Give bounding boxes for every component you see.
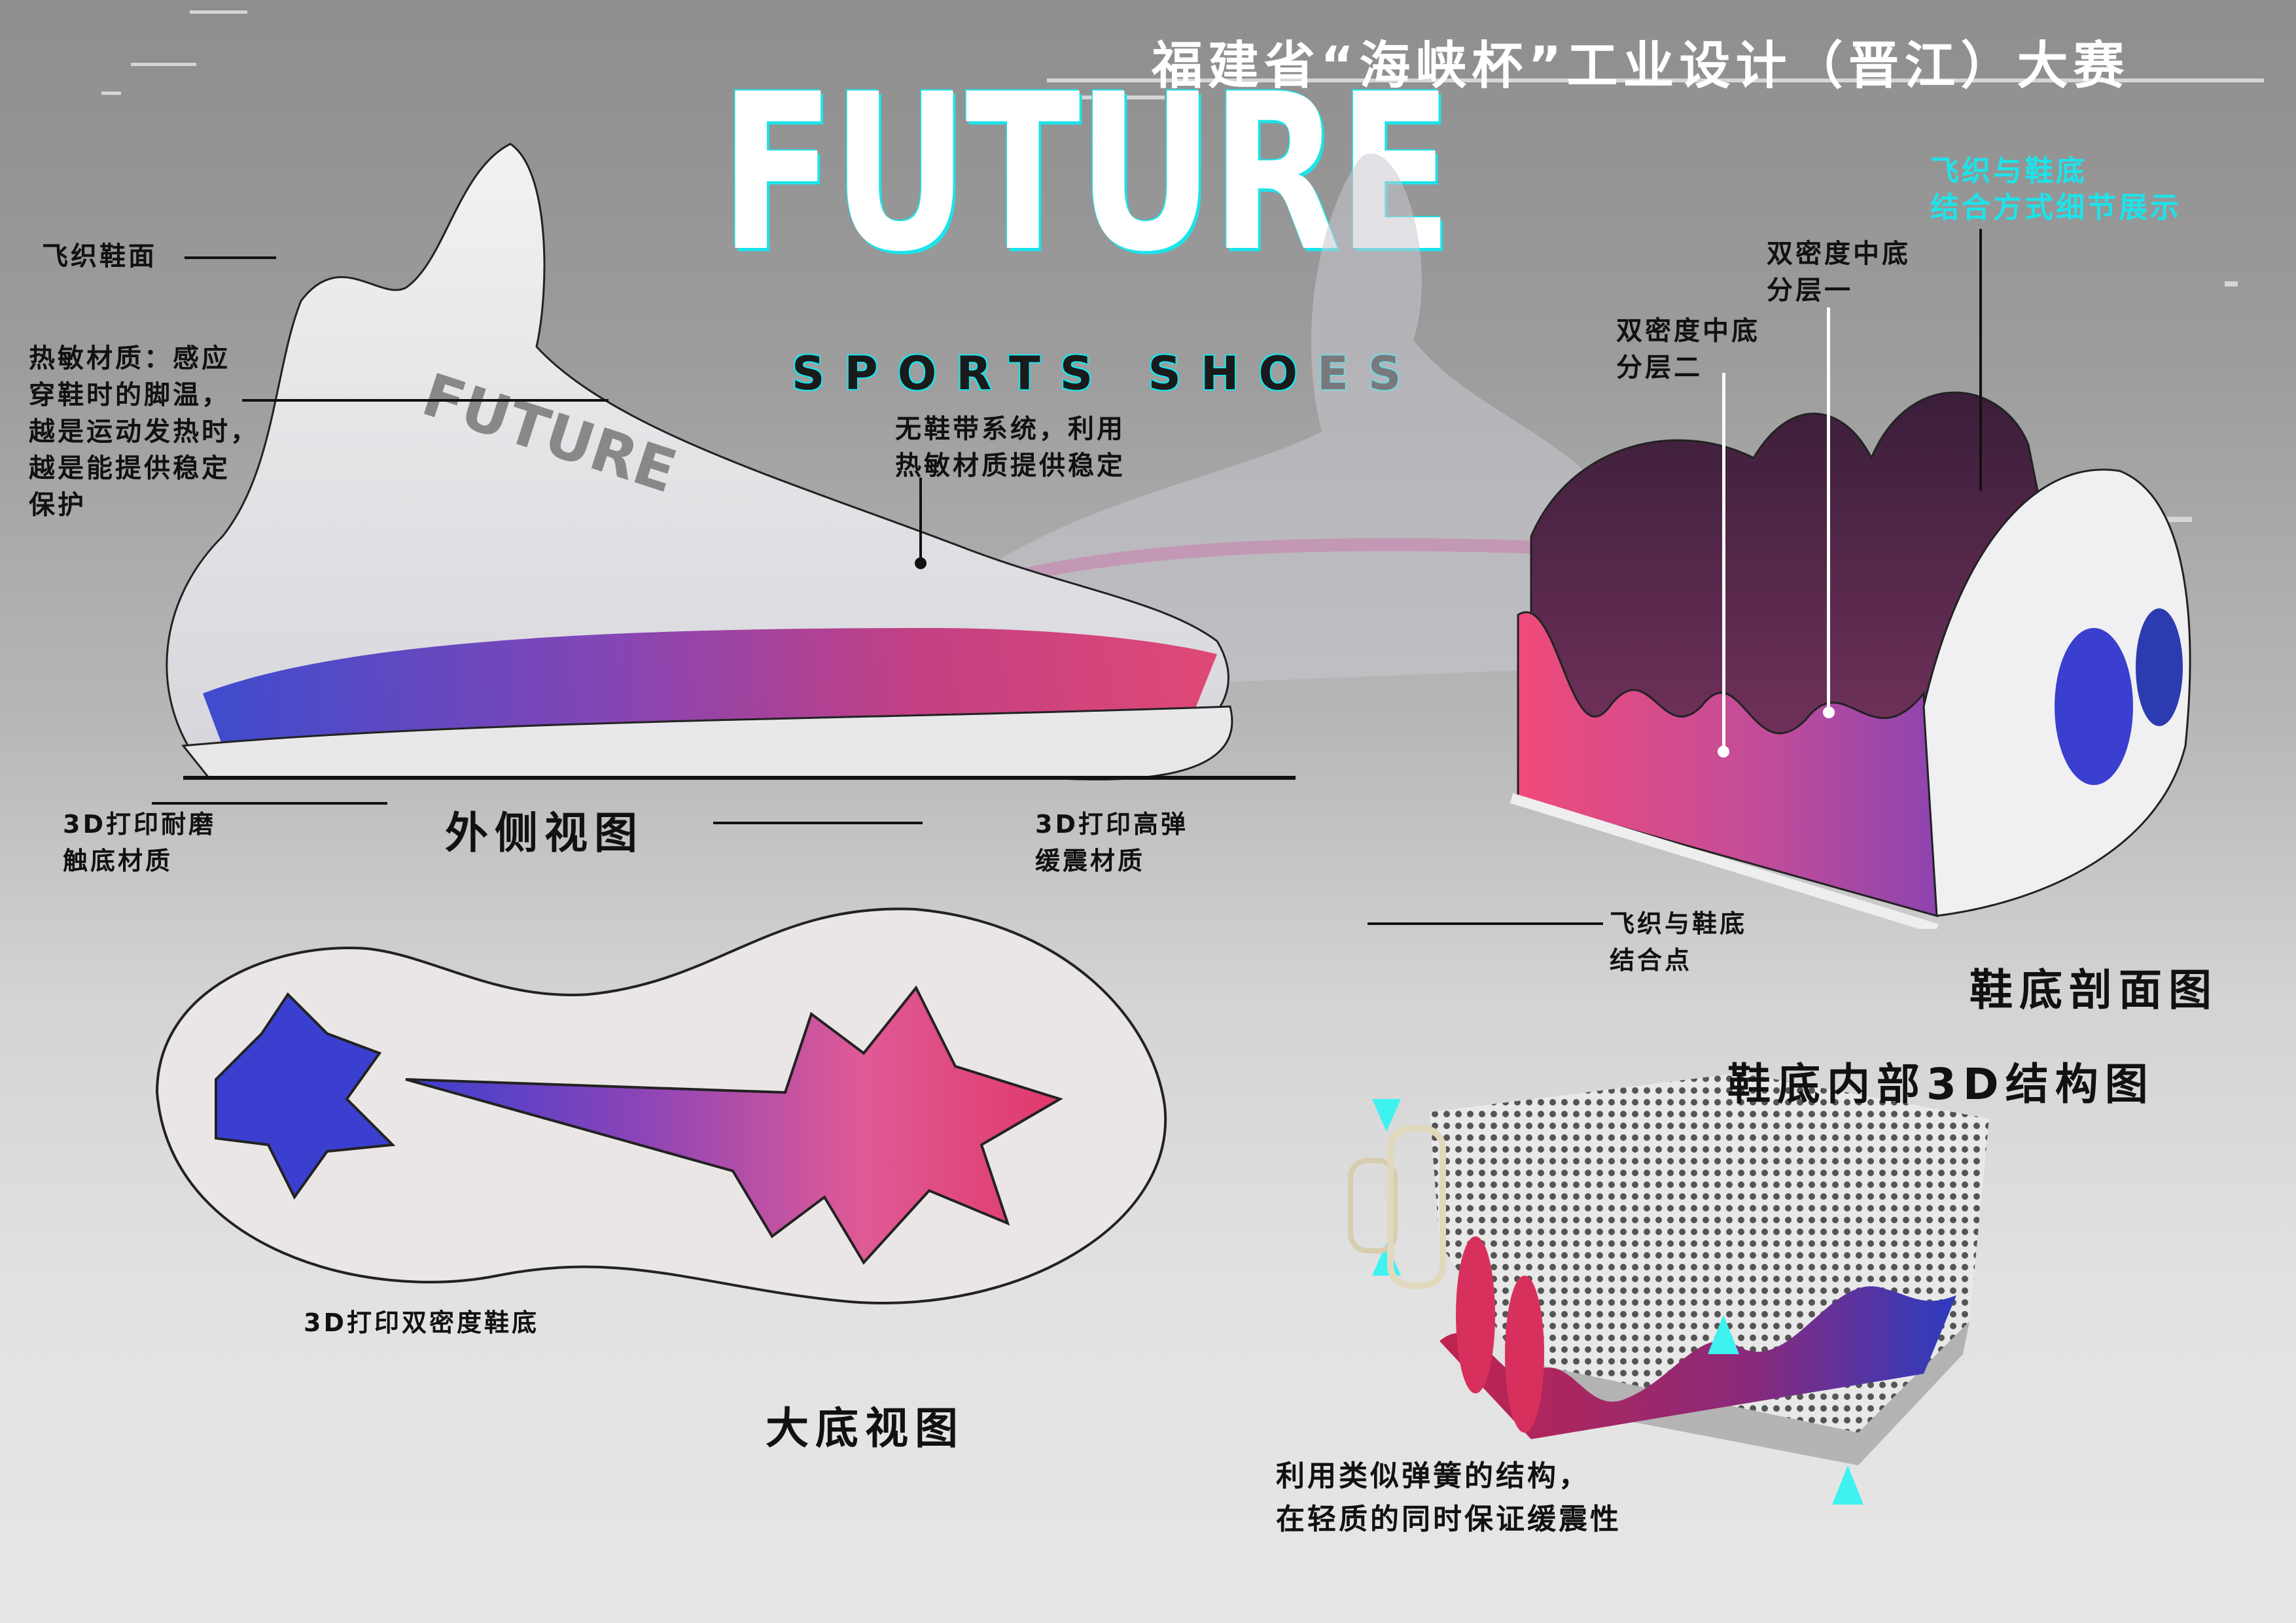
label-knit-upper: 飞织鞋面 [42,241,157,271]
leader-line [242,399,609,402]
label-dual-density-sole: 3D打印双密度鞋底 [304,1308,539,1337]
leader-line [1368,922,1603,925]
circuit-decoration [131,63,196,66]
circuit-decoration [1080,96,1165,99]
caption-section-view: 鞋底剖面图 [1969,965,2218,1015]
side-view-baseline [183,776,1296,780]
sole-section-illustration [1510,391,2191,929]
shoe-side-illustration: FUTURE [166,143,1233,781]
spring-icon [1387,1125,1446,1289]
label-laceless-system: 无鞋带系统，利用 热敏材质提供稳定 [895,414,1125,481]
leader-line [1722,373,1725,752]
leader-line [919,478,922,563]
label-midsole-layer-1: 双密度中底 分层一 [1767,239,1911,305]
outsole-bottom-illustration [155,907,1167,1304]
future-logo: FUTURE SPORTS SHOES [720,65,1655,400]
leader-line [713,822,923,824]
leader-line [1979,229,1982,491]
lattice-structure-illustration [1362,1073,1989,1465]
circuit-decoration [190,10,247,14]
leader-dot [1823,707,1835,718]
caption-side-view: 外侧视图 [445,808,644,858]
caption-bottom-view: 大底视图 [766,1403,964,1454]
leader-dot [1718,746,1729,758]
label-thermal-material: 热敏材质：感应 穿鞋时的脚温， 越是运动发热时， 越是能提供稳定 保护 [29,343,259,520]
arrow-down-icon [1372,1099,1401,1132]
leader-dot [915,557,927,569]
label-knit-sole-detail: 飞织与鞋底 结合方式细节展示 [1930,154,2181,224]
logo-sub-text: SPORTS SHOES [792,347,1421,400]
leader-line [185,256,276,259]
caption-structure-view: 鞋底内部3D结构图 [1727,1059,2155,1109]
label-cushion-material: 3D打印高弹 缓震材质 [1035,810,1188,875]
arrow-up-icon [1832,1465,1863,1505]
label-spring-structure: 利用类似弹簧的结构， 在轻质的同时保证缓震性 [1276,1459,1621,1536]
label-wear-outsole: 3D打印耐磨 触底材质 [63,810,216,875]
circuit-decoration [1047,79,2264,82]
circuit-decoration [2225,281,2238,287]
circuit-decoration [2159,517,2192,522]
poster-title: 福建省“海峡杯”工业设计（晋江）大赛 [1152,37,2130,96]
circuit-decoration [101,92,121,95]
label-knit-sole-junction: 飞织与鞋底 结合点 [1610,909,1748,975]
label-midsole-layer-2: 双密度中底 分层二 [1616,316,1760,383]
arrow-up-icon [1708,1315,1739,1354]
spring-icon [1348,1158,1398,1253]
leader-line [152,802,387,805]
leader-line [1827,307,1830,713]
